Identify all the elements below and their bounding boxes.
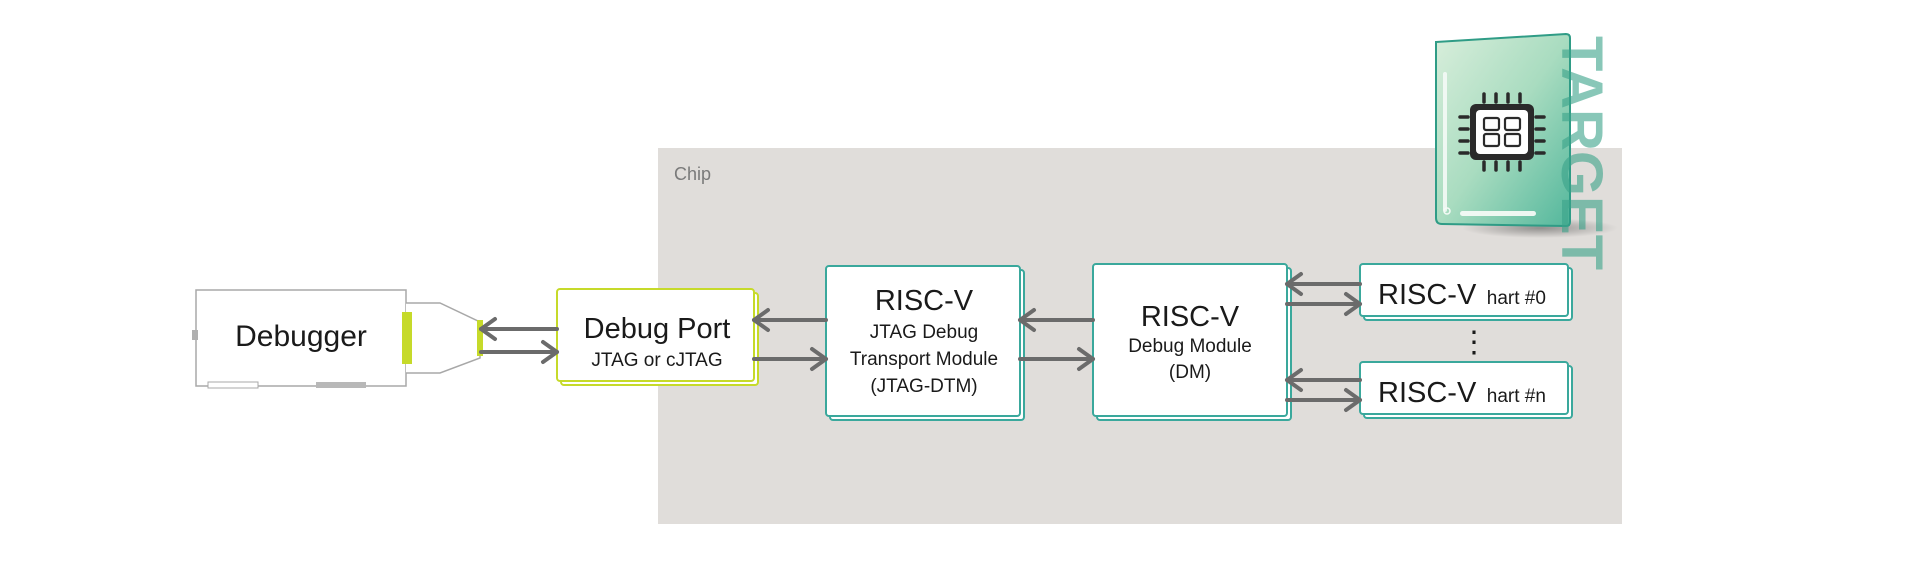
arrow-dtm-to-dm: [1018, 347, 1095, 371]
arrow-hartn-to-dm: [1285, 368, 1362, 392]
arrow-port-to-debugger: [479, 317, 559, 341]
debugger-label: Debugger: [235, 320, 367, 353]
arrow-dm-to-hartn: [1285, 388, 1362, 412]
arrow-debugger-to-port: [479, 340, 559, 364]
debugger-device: Debugger: [192, 289, 483, 389]
arrow-dm-to-hart0: [1285, 292, 1362, 316]
hart-0-suffix: hart #0: [1487, 288, 1546, 309]
arrow-hart0-to-dm: [1285, 272, 1362, 296]
debug-port-subtitle: JTAG or cJTAG: [591, 350, 722, 371]
hart-0-block: RISC-V hart #0: [1359, 263, 1573, 321]
debug-module-block: RISC-V Debug Module (DM): [1092, 263, 1292, 421]
debug-port-block: Debug Port JTAG or cJTAG: [556, 288, 759, 386]
cpu-chip-icon: [1458, 92, 1546, 172]
hart-n-block: RISC-V hart #n: [1359, 361, 1573, 419]
chip-label: Chip: [674, 164, 711, 184]
hart-n-suffix: hart #n: [1487, 386, 1546, 407]
dtm-line-3: (JTAG-DTM): [870, 376, 977, 397]
dtm-title: RISC-V: [875, 285, 974, 317]
arrow-port-to-dtm: [752, 347, 828, 371]
debug-port-title: Debug Port: [584, 313, 731, 345]
arrow-dtm-to-port: [752, 308, 828, 332]
target-card: TARGET: [1435, 32, 1618, 270]
hart-ellipsis: ⋮: [1459, 326, 1489, 359]
hart-n-title: RISC-V: [1378, 377, 1477, 409]
dtm-line-2: Transport Module: [850, 349, 998, 370]
dtm-line-1: JTAG Debug: [870, 322, 978, 343]
target-label: TARGET: [1549, 36, 1614, 270]
hart-n-label: RISC-V hart #n: [1378, 377, 1546, 409]
jtag-dtm-block: RISC-V JTAG Debug Transport Module (JTAG…: [825, 265, 1025, 421]
dm-title: RISC-V: [1141, 301, 1240, 333]
hart-0-title: RISC-V: [1378, 279, 1477, 311]
dm-line-1: Debug Module: [1128, 336, 1252, 357]
arrow-dm-to-dtm: [1018, 308, 1095, 332]
hart-0-label: RISC-V hart #0: [1378, 279, 1546, 311]
dm-line-2: (DM): [1169, 362, 1211, 383]
